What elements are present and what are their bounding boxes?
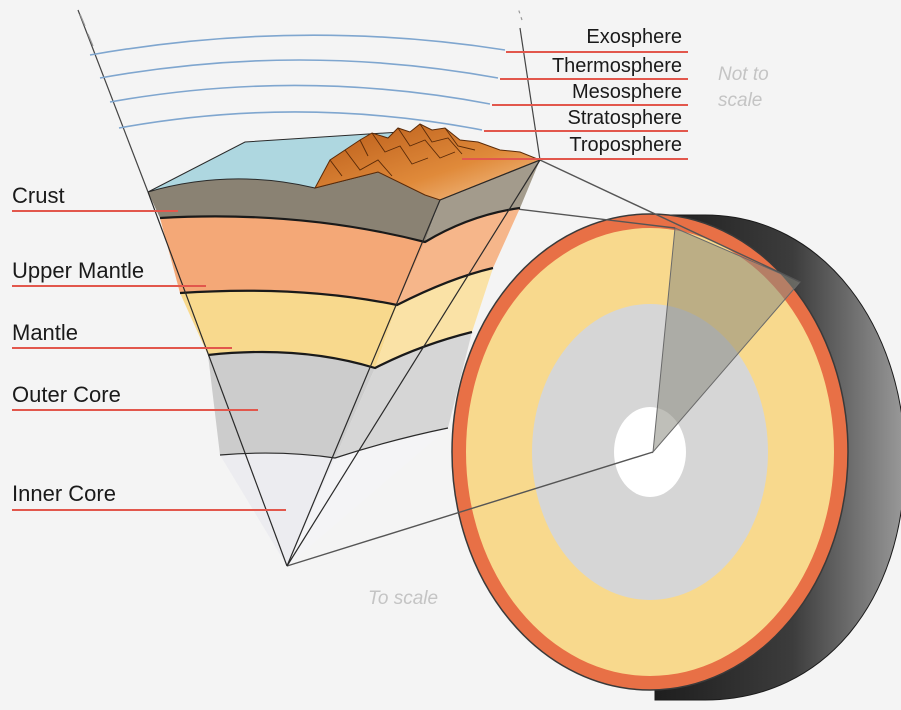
wedge-side-inner-core xyxy=(287,428,448,566)
note-not-to-scale-line2: scale xyxy=(718,90,762,111)
note-not-to-scale-line1: Not to xyxy=(718,64,769,85)
wedge-edges xyxy=(147,159,541,567)
earth-sphere xyxy=(451,213,901,701)
label-thermosphere: Thermosphere xyxy=(552,55,682,77)
wedge-crust xyxy=(148,172,440,242)
wedge-upper-mantle xyxy=(160,216,425,305)
atmosphere-labels: Exosphere Thermosphere Mesosphere Strato… xyxy=(462,26,688,160)
note-to-scale: To scale xyxy=(368,588,438,609)
label-stratosphere: Stratosphere xyxy=(567,107,682,129)
label-troposphere: Troposphere xyxy=(569,134,682,156)
layer-boundaries xyxy=(159,206,521,459)
label-crust: Crust xyxy=(12,183,65,208)
label-exosphere: Exosphere xyxy=(586,26,682,48)
layer-labels: Crust Upper Mantle Mantle Outer Core Inn… xyxy=(12,183,286,511)
scale-notes: Not to scale To scale xyxy=(368,64,769,609)
label-mesosphere: Mesosphere xyxy=(572,81,682,103)
wedge-side-crust xyxy=(425,160,540,242)
label-inner-core: Inner Core xyxy=(12,481,116,506)
wedge-side-outer-core xyxy=(335,332,472,458)
label-upper-mantle: Upper Mantle xyxy=(12,258,144,283)
wedge-side-upper-mantle xyxy=(397,208,520,305)
atmosphere-layers xyxy=(89,34,506,131)
mountain-ridges xyxy=(329,123,476,177)
label-outer-core: Outer Core xyxy=(12,382,121,407)
wedge-side-mantle xyxy=(375,268,493,368)
wedge-mantle xyxy=(180,290,397,368)
wedge-outer-core xyxy=(208,351,375,458)
label-mantle: Mantle xyxy=(12,320,78,345)
